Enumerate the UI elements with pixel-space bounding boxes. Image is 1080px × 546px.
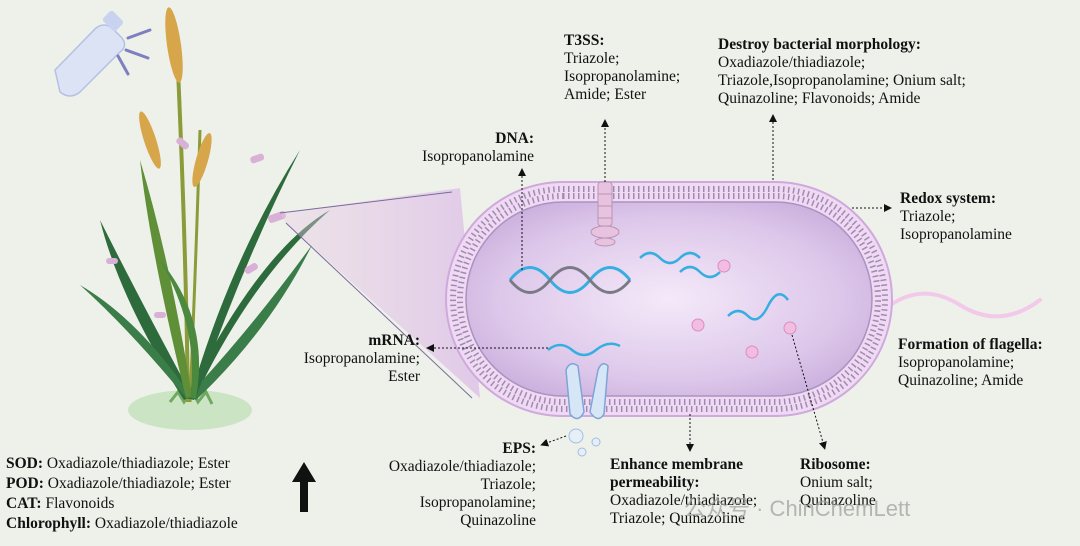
enzyme-row-cat: CAT: Flavonoids: [6, 494, 238, 514]
morphology-line: Quinazoline; Flavonoids; Amide: [718, 90, 921, 107]
spray-bottle-icon: [54, 10, 152, 97]
label-eps: EPS: Oxadiazole/thiadiazole; Triazole; I…: [340, 440, 536, 530]
t3ss-line: Triazole;: [564, 50, 620, 67]
t3ss-title: T3SS:: [564, 32, 605, 49]
morphology-line: Oxadiazole/thiadiazole;: [718, 54, 866, 71]
label-mrna: mRNA: Isopropanolamine; Ester: [268, 332, 420, 386]
flagellum: [882, 291, 1042, 319]
enzyme-row-chlorophyll: Chlorophyll: Oxadiazole/thiadiazole: [6, 514, 238, 534]
soil-patch: [128, 390, 252, 430]
redox-line: Isopropanolamine: [900, 226, 1012, 243]
arrow-ribosome: [791, 334, 827, 450]
label-ribosome: Ribosome: Onium salt; Quinazoline: [800, 456, 876, 510]
enzyme-value: Oxadiazole/thiadiazole: [94, 515, 238, 532]
t3ss-line: Amide; Ester: [564, 86, 647, 103]
label-redox: Redox system: Triazole; Isopropanolamine: [900, 190, 1012, 244]
eps-line: Isopropanolamine;: [419, 494, 536, 511]
morphology-title: Destroy bacterial morphology:: [718, 36, 921, 53]
label-t3ss: T3SS: Triazole; Isopropanolamine; Amide;…: [564, 32, 680, 104]
label-flagella: Formation of flagella: Isopropanolamine;…: [898, 336, 1043, 390]
mrna-line: Isopropanolamine;: [303, 350, 420, 367]
label-dna: DNA: Isopropanolamine: [394, 130, 534, 166]
eps-line: Oxadiazole/thiadiazole;: [388, 458, 536, 475]
eps-line: Quinazoline: [460, 512, 536, 529]
watermark: 公众号 · ChinChemLett: [684, 496, 911, 521]
membrane-line: Triazole; Quinazoline: [610, 510, 746, 527]
ribosome-title: Ribosome:: [800, 456, 871, 473]
t3ss-line: Isopropanolamine;: [564, 68, 681, 85]
enzyme-key: CAT:: [6, 495, 42, 512]
dna-icon: [508, 266, 632, 294]
membrane-line: Oxadiazole/thiadiazole;: [610, 492, 758, 509]
redox-line: Triazole;: [900, 208, 956, 225]
ribosome-line: Quinazoline: [800, 492, 876, 509]
enzyme-key: SOD:: [6, 455, 44, 472]
dna-line: Isopropanolamine: [422, 148, 534, 165]
rna-strands: [547, 251, 790, 357]
arrow-eps: [540, 435, 567, 447]
eps-line: Triazole;: [480, 476, 536, 493]
flagella-line: Quinazoline; Amide: [898, 372, 1024, 389]
enzyme-row-pod: POD: Oxadiazole/thiadiazole; Ester: [6, 474, 238, 494]
eps-title: EPS:: [502, 440, 536, 457]
bacterial-cell: [445, 181, 893, 417]
flagella-title: Formation of flagella:: [898, 336, 1043, 353]
ribosome-icons: [691, 259, 797, 359]
mrna-line: Ester: [388, 368, 420, 385]
flagella-line: Isopropanolamine;: [898, 354, 1015, 371]
enzyme-value: Oxadiazole/thiadiazole; Ester: [47, 475, 231, 492]
label-morphology: Destroy bacterial morphology: Oxadiazole…: [718, 36, 966, 108]
mrna-title: mRNA:: [368, 332, 420, 349]
enzyme-row-sod: SOD: Oxadiazole/thiadiazole; Ester: [6, 454, 238, 474]
ribosome-line: Onium salt;: [800, 474, 873, 491]
enzyme-value: Oxadiazole/thiadiazole; Ester: [46, 455, 230, 472]
rice-plant-icon: [80, 7, 330, 430]
redox-title: Redox system:: [900, 190, 996, 207]
increase-arrow-icon: [292, 462, 316, 512]
enzyme-list: SOD: Oxadiazole/thiadiazole; Ester POD: …: [6, 454, 238, 534]
dna-title: DNA:: [495, 130, 534, 147]
enzyme-value: Flavonoids: [45, 495, 115, 512]
eps-channel-icon: [565, 363, 609, 457]
label-membrane: Enhance membrane permeability: Oxadiazol…: [610, 456, 757, 528]
t3ss-structure-icon: [590, 181, 620, 247]
membrane-title: permeability:: [610, 474, 700, 491]
morphology-line: Triazole,Isopropanolamine; Onium salt;: [718, 72, 966, 89]
membrane-title: Enhance membrane: [610, 456, 744, 473]
enzyme-key: Chlorophyll:: [6, 515, 91, 532]
enzyme-key: POD:: [6, 475, 44, 492]
